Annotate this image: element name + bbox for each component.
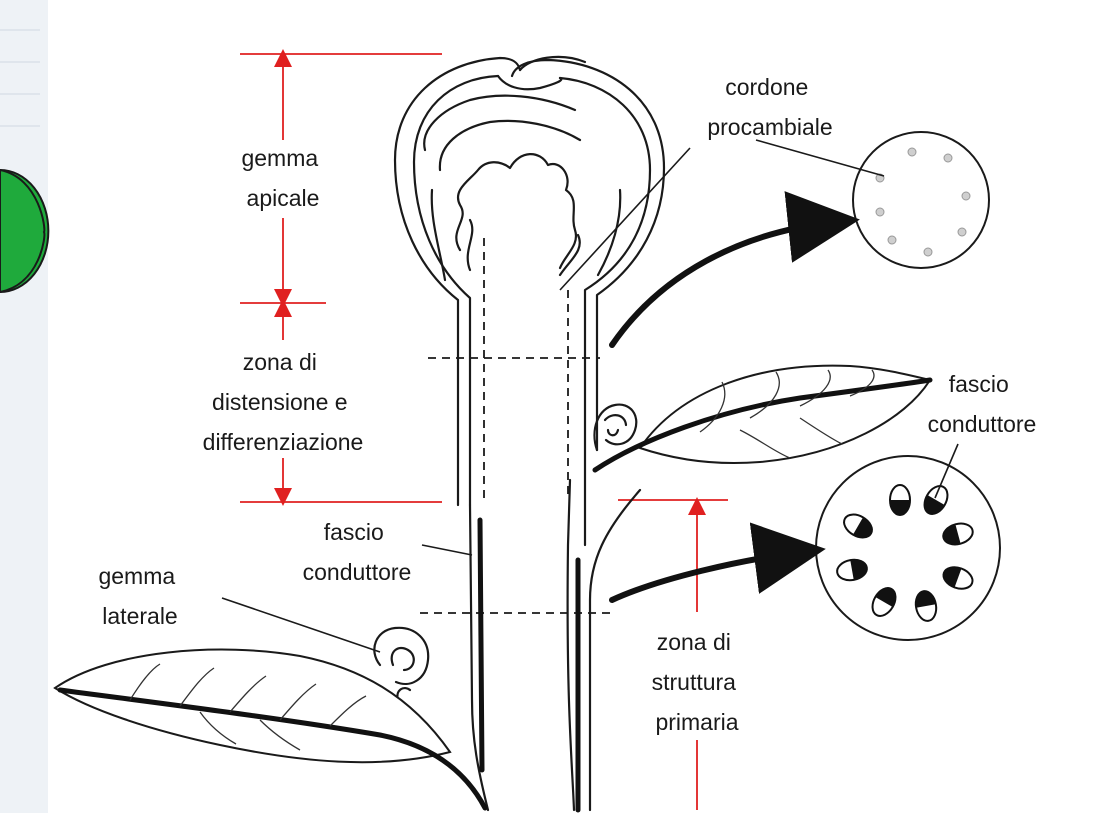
shoot-apex bbox=[395, 57, 664, 545]
cross-section-vascular bbox=[816, 456, 1000, 640]
label-cordone-procambiale: cordone procambiale bbox=[707, 74, 832, 140]
small-bud-upper bbox=[594, 405, 636, 450]
procambial-strands bbox=[420, 238, 612, 613]
lower-stem bbox=[470, 480, 640, 810]
leaf-lower-left bbox=[55, 650, 485, 808]
left-page-strip bbox=[0, 0, 48, 813]
label-fascio-conduttore-left: fascio conduttore bbox=[303, 519, 412, 585]
leaf-upper-right bbox=[595, 366, 930, 470]
label-gemma-laterale: gemma laterale bbox=[98, 563, 181, 629]
cross-section-procambial bbox=[853, 132, 989, 268]
label-zona-struttura-primaria: zona di struttura primaria bbox=[652, 629, 743, 735]
label-zona-distensione: zona di distensione e differenziazione bbox=[203, 349, 364, 455]
label-gemma-apicale: gemma apicale bbox=[241, 145, 324, 211]
right-measure-lines bbox=[618, 500, 728, 810]
label-fascio-conduttore-right: fascio conduttore bbox=[928, 371, 1037, 437]
